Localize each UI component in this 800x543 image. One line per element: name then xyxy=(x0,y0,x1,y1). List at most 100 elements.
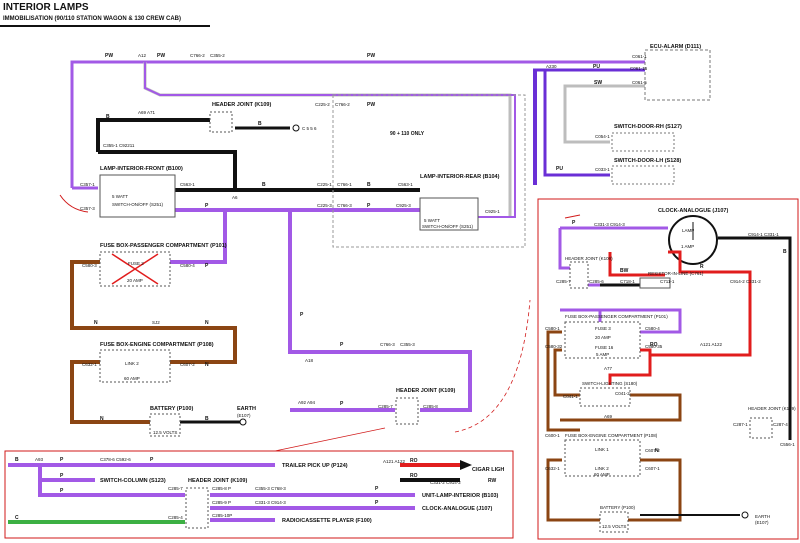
wl-pu-2: PU xyxy=(556,166,563,172)
wire-n-fuse xyxy=(70,260,237,364)
c766-2t-label: C766-2 xyxy=(190,53,205,58)
header-joint-bottom-label: HEADER JOINT (K109) xyxy=(396,388,455,394)
rp-wl-b: B xyxy=(783,249,787,255)
wl-b-4: B xyxy=(367,182,371,188)
ecu-alarm-box xyxy=(644,49,711,101)
c355-3-label: C355-3 xyxy=(400,342,415,347)
c355-c92211-label: C355-1 C92211 xyxy=(103,143,135,148)
rp-annotation-arrow xyxy=(564,214,581,219)
rp-resistor-label: RESISTOR-IN-LINE (C761) xyxy=(648,271,704,276)
wl-sw: SW xyxy=(594,80,602,86)
lamp-front-box xyxy=(99,174,176,218)
bp-wl-rw: RW xyxy=(488,478,497,484)
fuse2-amp: 20 AMP xyxy=(127,278,143,283)
rp-wire-b-right xyxy=(718,236,792,440)
rp-wire-n-eng xyxy=(560,393,682,422)
rp-wire-n-battery xyxy=(546,458,600,522)
right-panel-frame xyxy=(537,198,799,540)
wl-p-3: P xyxy=(205,263,209,269)
rp-switch-lighting-label: SWITCH-LIGHTING (S180) xyxy=(582,381,638,386)
rp-battery-label: BATTERY (P100) xyxy=(600,505,636,510)
rp-wl-bw: BW xyxy=(620,268,629,274)
wl-pw-3: PW xyxy=(367,53,375,59)
wl-b-1: B xyxy=(106,114,110,120)
c925-1-label: C925-1 xyxy=(485,209,500,214)
a69-a71-label: A69 A71 xyxy=(138,110,156,115)
bp-wl-p5: P xyxy=(375,486,379,492)
bp-wl-b: B xyxy=(15,457,19,463)
bp-c285-4: C285-4 xyxy=(168,515,183,520)
bp-c331: C331-3 C914-3 xyxy=(255,500,286,505)
annotation-arrow-right xyxy=(454,299,531,433)
c225-1-label: C225-1 xyxy=(317,182,332,187)
switch-door-lh-label: SWITCH-DOOR-LH (S128) xyxy=(614,158,681,164)
c607-2-label: C607-2 xyxy=(180,362,195,367)
rp-c556-1: C556-1 xyxy=(780,442,795,447)
c357-3-label: C357-3 xyxy=(80,206,95,211)
rp-fuse16-amp: 5 AMP xyxy=(596,352,609,357)
a6-label: A6 xyxy=(232,195,238,200)
c632-1-label: C632-1 xyxy=(82,362,97,367)
wire-sw-door-rh xyxy=(563,84,645,144)
rp-c331-3: C331-3 C914-3 xyxy=(594,222,625,227)
wl-b-5: B xyxy=(205,416,209,422)
rp-wl-p: P xyxy=(572,220,576,226)
rp-c285-6: C285-6 xyxy=(589,279,604,284)
rp-wl-ro: RO xyxy=(650,342,658,348)
bp-wl-p6: P xyxy=(375,500,379,506)
rp-c607-1: C607-1 xyxy=(645,466,660,471)
lamp-rear-switch: SWITCH-ON/OFF (S251) xyxy=(422,224,474,229)
rp-wire-p-top xyxy=(558,228,570,270)
fuse-box-eng-label: FUSE BOX-ENGINE COMPARTMENT (P108) xyxy=(100,342,214,348)
rp-wire-n-batt2 xyxy=(620,458,682,522)
e107-label: (E107) xyxy=(237,413,251,418)
c054-label: C054-1 xyxy=(595,134,610,139)
switch-door-rh-box xyxy=(611,132,675,152)
bp-c331-2: C331-2 C914-2 xyxy=(430,480,461,485)
wl-p-4: P xyxy=(300,312,304,318)
page-subtitle: IMMOBILISATION (90/110 STATION WAGON & 1… xyxy=(3,16,181,22)
wl-pw-4: PW xyxy=(367,102,375,108)
bp-c285-8: C285-8 P xyxy=(212,486,231,491)
rp-link1: LINK 1 xyxy=(595,447,609,452)
c580-4-label: C580-4 xyxy=(180,263,195,268)
bp-cigar-label: CIGAR LIGH xyxy=(472,467,504,473)
rp-c580-1: C580-1 xyxy=(545,326,560,331)
rp-link-amp: 60 AMP xyxy=(594,472,610,477)
wl-n-1: N xyxy=(94,320,98,326)
rp-c041-2: C041-2 xyxy=(615,391,630,396)
wl-n-2: N xyxy=(205,320,209,326)
rp-c711: C711-1 xyxy=(660,279,675,284)
bp-header-joint-box xyxy=(185,487,209,529)
c285-8-label: C285-8 xyxy=(423,404,438,409)
lamp-front-label: LAMP-INTERIOR-FRONT (B100) xyxy=(100,166,183,172)
rp-fuse3: FUSE 3 xyxy=(595,326,611,331)
c033-label: C033-1 xyxy=(595,167,610,172)
rp-c914-1: C914-1 C331-1 xyxy=(748,232,779,237)
wl-n-4: N xyxy=(100,416,104,422)
rp-c580-32: C580-32 xyxy=(545,344,563,349)
wire-p-fuse xyxy=(170,210,227,264)
bp-wl-p1: P xyxy=(60,457,64,463)
bp-c285-10: C285-10P xyxy=(212,513,232,518)
rp-c914-2: C914-2 C331-2 xyxy=(730,279,761,284)
ecu-pin-16: C061-16 xyxy=(630,66,648,71)
rp-c632-1: C632-1 xyxy=(545,466,560,471)
battery-box xyxy=(149,413,181,437)
wire-gray-rear xyxy=(143,62,512,217)
lamp-front-switch: SWITCH-ON/OFF (S251) xyxy=(112,202,164,207)
bp-c285-9: C285-9 P xyxy=(212,500,231,505)
c925-3-label: C925-3 xyxy=(396,203,411,208)
rp-c580-35: C580-35 xyxy=(645,344,663,349)
page-title: INTERIOR LAMPS xyxy=(3,2,89,13)
c580-3-label: C580-3 xyxy=(82,263,97,268)
c563-1-label: C563-1 xyxy=(180,182,195,187)
wl-pw-1: PW xyxy=(105,53,113,59)
a92-a94-label: A92 A94 xyxy=(298,400,316,405)
switch-door-rh-label: SWITCH-DOOR-RH (S127) xyxy=(614,124,682,130)
wire-pw-rear xyxy=(144,62,516,218)
rp-c287-1: C287-1 xyxy=(733,422,748,427)
c766-2-label: C766-2 xyxy=(335,102,350,107)
c285-7-label: C285-7 xyxy=(378,404,393,409)
